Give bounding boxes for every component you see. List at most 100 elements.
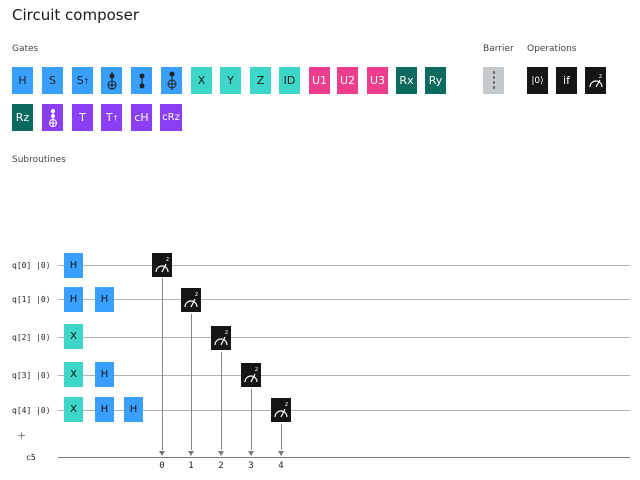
circuit-gate-h-q4-b[interactable]: H xyxy=(124,397,143,422)
circuit-gate-h-q4-a[interactable]: H xyxy=(95,397,114,422)
measure-line-2 xyxy=(221,352,222,450)
circuit-gate-label: H xyxy=(129,404,138,415)
gate-id-label: ID xyxy=(283,74,296,87)
svg-text:z: z xyxy=(195,291,198,298)
gate-u1[interactable]: U1 xyxy=(309,67,330,94)
gate-t[interactable]: T xyxy=(72,104,93,131)
circuit-gate-x-q3[interactable]: X xyxy=(64,362,83,387)
measure-gate-q3[interactable]: z xyxy=(241,363,261,387)
circuit-gate-label: H xyxy=(69,260,78,271)
gate-h[interactable]: H xyxy=(12,67,33,94)
barrier-section-label: Barrier xyxy=(483,44,514,54)
measure-line-1 xyxy=(191,314,192,450)
circuit-gate-label: H xyxy=(100,404,109,415)
gate-s[interactable]: S xyxy=(42,67,63,94)
barrier-icon xyxy=(492,70,495,91)
measure-icon: z xyxy=(214,329,228,346)
gate-u2[interactable]: U2 xyxy=(337,67,358,94)
gates-section-label: Gates xyxy=(12,44,39,54)
svg-text:z: z xyxy=(255,366,258,373)
gate-toffoli[interactable] xyxy=(42,104,63,131)
toffoli-icon xyxy=(48,108,57,127)
reset-operation-label: |0⟩ xyxy=(531,75,544,86)
circuit-gate-h-q3[interactable]: H xyxy=(95,362,114,387)
qubit-label-2: q[2] |0⟩ xyxy=(12,333,51,342)
gate-id[interactable]: ID xyxy=(279,67,300,94)
measure-gate-q2[interactable]: z xyxy=(211,326,231,350)
qubit-label-3: q[3] |0⟩ xyxy=(12,371,51,380)
add-qubit-button[interactable]: + xyxy=(17,429,27,442)
gate-u1-label: U1 xyxy=(311,74,328,87)
gate-tdg-label: T xyxy=(105,111,113,124)
circuit-gate-label: X xyxy=(70,404,77,415)
circuit-gate-label: H xyxy=(100,294,109,305)
classical-index-4: 4 xyxy=(278,461,284,471)
gate-crz[interactable]: cRz xyxy=(160,104,182,131)
gate-rx[interactable]: Rx xyxy=(396,67,417,94)
gate-ch[interactable]: cH xyxy=(131,104,152,131)
measure-gate-q4[interactable]: z xyxy=(271,398,291,422)
gate-x[interactable]: X xyxy=(191,67,212,94)
gate-rz-label: Rz xyxy=(15,111,30,124)
barrier-gate[interactable] xyxy=(483,67,504,94)
measure-gate-q0[interactable]: z xyxy=(152,253,172,277)
reset-operation[interactable]: |0⟩ xyxy=(527,67,548,94)
classical-index-0: 0 xyxy=(159,461,165,471)
qubit-label-1: q[1] |0⟩ xyxy=(12,295,51,304)
cnot-up-icon xyxy=(167,71,176,90)
operations-section-label: Operations xyxy=(527,44,577,54)
gate-crz-label: cRz xyxy=(162,112,180,123)
svg-text:z: z xyxy=(285,401,288,408)
circuit-gate-h-q0[interactable]: H xyxy=(64,253,83,278)
measure-icon: z xyxy=(244,366,258,383)
circuit-gate-h-q1-a[interactable]: H xyxy=(64,287,83,312)
qubit-wire-2[interactable] xyxy=(58,337,630,338)
gate-u3[interactable]: U3 xyxy=(367,67,388,94)
gate-t-label: T xyxy=(79,111,86,124)
measure-arrow-0 xyxy=(159,451,165,456)
measure-line-3 xyxy=(251,389,252,450)
qubit-wire-0[interactable] xyxy=(58,265,630,266)
gate-cnot-down[interactable] xyxy=(101,67,122,94)
gate-cnot-up[interactable] xyxy=(161,67,182,94)
measure-icon: z xyxy=(274,401,288,418)
dots-icon xyxy=(139,73,144,88)
measure-gate-q1[interactable]: z xyxy=(181,288,201,312)
subroutines-section-label: Subroutines xyxy=(12,155,66,165)
circuit-gate-x-q2[interactable]: X xyxy=(64,324,83,349)
measure-arrow-1 xyxy=(188,451,194,456)
gate-ccz[interactable] xyxy=(131,67,152,94)
circuit-gate-label: H xyxy=(69,294,78,305)
qubit-wire-4[interactable] xyxy=(58,410,630,411)
circuit-gate-label: X xyxy=(70,331,77,342)
gate-sdg-dagger: † xyxy=(84,76,89,85)
circuit-gate-x-q4[interactable]: X xyxy=(64,397,83,422)
if-operation-label: if xyxy=(563,74,570,87)
measure-icon: z xyxy=(588,73,603,87)
svg-text:z: z xyxy=(599,73,602,80)
qubit-label-4: q[4] |0⟩ xyxy=(12,406,51,415)
measure-line-0 xyxy=(162,278,163,450)
measure-icon: z xyxy=(184,291,198,308)
gate-sdg-label: S xyxy=(76,74,84,87)
gate-tdg[interactable]: T† xyxy=(101,104,122,131)
gate-s-label: S xyxy=(49,74,56,87)
gate-sdg[interactable]: S† xyxy=(72,67,93,94)
gate-rz[interactable]: Rz xyxy=(12,104,33,131)
gate-z[interactable]: Z xyxy=(250,67,271,94)
classical-index-3: 3 xyxy=(248,461,254,471)
measure-line-4 xyxy=(281,424,282,450)
classical-index-2: 2 xyxy=(218,461,224,471)
gate-z-label: Z xyxy=(256,74,265,87)
gate-y[interactable]: Y xyxy=(220,67,241,94)
qubit-wire-3[interactable] xyxy=(58,375,630,376)
circuit-gate-h-q1-b[interactable]: H xyxy=(95,287,114,312)
measure-operation[interactable]: z xyxy=(585,67,606,94)
circuit-gate-label: X xyxy=(70,369,77,380)
qubit-wire-1[interactable] xyxy=(58,299,630,300)
gate-ry[interactable]: Ry xyxy=(425,67,446,94)
if-operation[interactable]: if xyxy=(556,67,577,94)
page-title: Circuit composer xyxy=(12,6,139,24)
measure-arrow-4 xyxy=(278,451,284,456)
gate-tdg-dagger: † xyxy=(113,113,118,122)
